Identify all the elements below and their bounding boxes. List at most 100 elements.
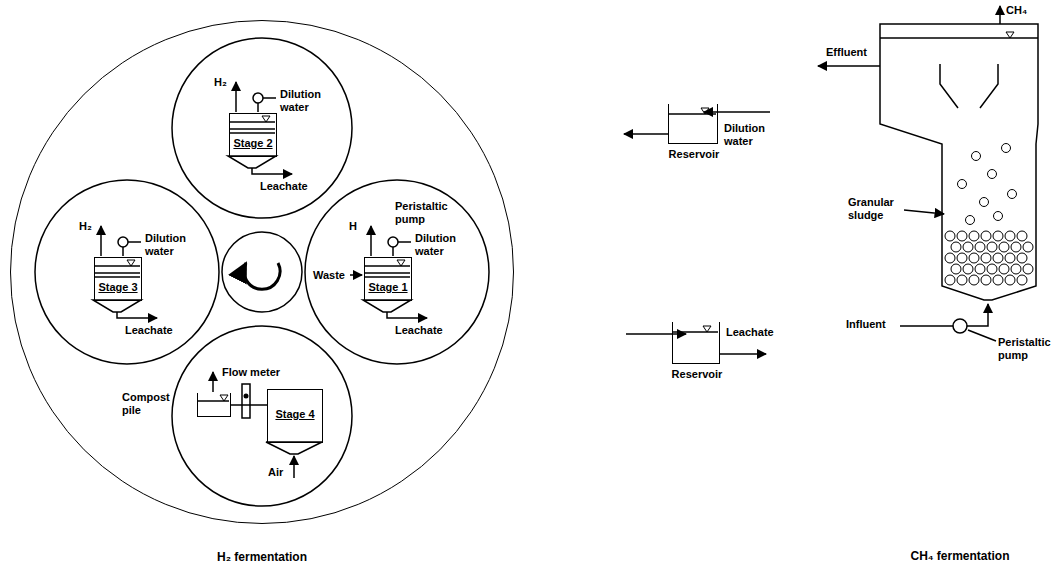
drawing-stroke [263, 97, 276, 99]
drawing-stroke [230, 121, 275, 123]
drawing-stroke [95, 265, 140, 267]
reservoir-label: Reservoir [653, 368, 741, 381]
outlet-label: Effluent [826, 46, 880, 59]
granule [975, 242, 985, 252]
inlet-label: Dilution water [145, 232, 195, 258]
granule [1017, 253, 1027, 263]
gas-bubble [1002, 144, 1011, 153]
level-symbol [127, 260, 135, 266]
reservoir-box: Reservoir [672, 322, 720, 364]
drawing-stroke [999, 6, 1001, 24]
drawing-stroke [365, 272, 410, 274]
drawing-stroke [95, 276, 140, 278]
gas-bubble [966, 216, 975, 225]
drawing-stroke [968, 330, 996, 341]
compost-box: Compost pile [197, 393, 231, 417]
gas-bubble [972, 152, 981, 161]
drawing-stroke [720, 353, 766, 355]
granule [969, 275, 979, 285]
granule [957, 275, 967, 285]
reactor-box: Stage 3 [94, 257, 142, 301]
compost-label: Compost pile [122, 391, 174, 417]
rotation-arrow [244, 263, 280, 289]
granule [981, 253, 991, 263]
gas-label: H₂ [79, 220, 101, 233]
drawing-stroke [228, 156, 276, 168]
gas-label: CH₄ [1006, 4, 1036, 17]
granule [1011, 264, 1021, 274]
granule [957, 231, 967, 241]
reactor-box: Stage 2 [229, 113, 277, 157]
granule [1023, 242, 1033, 252]
drawing-stroke [117, 312, 157, 318]
reservoir-content: Leachate [726, 326, 782, 339]
flow-meter-float [244, 394, 249, 399]
granule [963, 242, 973, 252]
outlet-label: Leachate [125, 324, 181, 337]
pump-label: Peristaltic pump [998, 336, 1054, 362]
section-title: CH₄ fermentation [840, 550, 1059, 563]
node-outline [198, 393, 232, 417]
section-title: H₂ fermentation [11, 551, 513, 564]
drawing-stroke [100, 226, 102, 256]
stage-circle [172, 38, 352, 218]
stage-label: Stage 4 [268, 408, 322, 421]
fermenter-ring: H₂ fermentationStage 2Stage 3Stage 1Stag… [10, 20, 514, 524]
stage-circle [305, 180, 489, 364]
pump-symbol [388, 237, 398, 247]
meter-label: Flow meter [222, 366, 286, 379]
node-outline [365, 258, 413, 302]
drawing-stroke [669, 113, 716, 115]
level-symbol [701, 108, 709, 114]
granule [951, 264, 961, 274]
inlet-label: Influent [846, 318, 896, 331]
reactor-box: Stage 4 [267, 389, 323, 443]
granule [981, 275, 991, 285]
gas-label: H [349, 220, 371, 233]
granule [975, 264, 985, 274]
granule [999, 242, 1009, 252]
granule [1005, 231, 1015, 241]
gas-bubble [994, 212, 1003, 221]
drawing-stroke [704, 111, 770, 113]
gas-label: H₂ [214, 76, 236, 89]
drawing-stroke [363, 300, 411, 312]
granule [993, 253, 1003, 263]
drawing-stroke [95, 272, 140, 274]
granule [957, 253, 967, 263]
drawing-stroke [93, 300, 141, 312]
drawing-stroke [673, 331, 718, 333]
pump-symbol [118, 237, 128, 247]
level-symbol [397, 260, 405, 266]
gas-bubble [958, 180, 967, 189]
drawing-stroke [387, 312, 427, 318]
granule [1011, 242, 1021, 252]
drawing-stroke [122, 247, 124, 256]
granule [1023, 264, 1033, 274]
reactor-box: Stage 1 [364, 257, 412, 301]
gas-separator [940, 64, 998, 108]
reservoir-label: Reservoir [649, 148, 739, 161]
granule [981, 231, 991, 241]
drawing-stroke [293, 456, 295, 478]
drawing-stroke [900, 304, 988, 326]
drawing-stroke [626, 333, 686, 335]
level-symbol [703, 326, 711, 332]
outlet-label: Leachate [395, 324, 451, 337]
granule [999, 264, 1009, 274]
node-outline [880, 24, 1040, 304]
granule [945, 253, 955, 263]
drawing-stroke [350, 274, 362, 276]
inlet-label: Waste [313, 269, 349, 282]
granule [969, 253, 979, 263]
drawing-stroke [624, 133, 668, 135]
drawing-stroke [128, 241, 141, 243]
gas-bubble [980, 198, 989, 207]
stage-circle [222, 232, 302, 312]
pump-symbol [253, 93, 263, 103]
granule [963, 264, 973, 274]
sludge-label: Granular sludge [848, 196, 906, 222]
drawing-stroke [880, 37, 1038, 39]
